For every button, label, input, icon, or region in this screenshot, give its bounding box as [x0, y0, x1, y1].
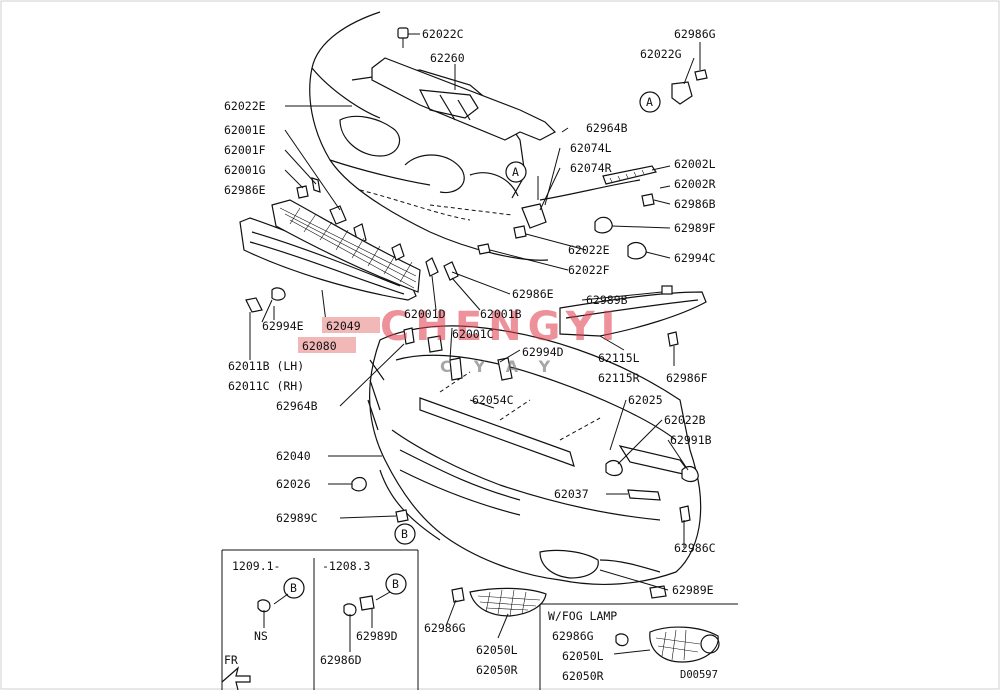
label-date-new: 1209.1- [232, 559, 280, 573]
label-62260: 62260 [430, 51, 465, 65]
ref-b-new: B [290, 581, 297, 595]
clip-62989f-shape [594, 216, 613, 234]
label-62986e-left: 62986E [224, 183, 266, 197]
highlight-62049 [322, 317, 380, 333]
label-62002l: 62002L [674, 157, 716, 171]
label-62989c: 62989C [276, 511, 318, 525]
label-62054c: 62054C [472, 393, 514, 407]
label-62002r: 62002R [674, 177, 716, 191]
label-62115r: 62115R [598, 371, 640, 385]
label-62986b: 62986B [674, 197, 716, 211]
label-62989d: 62989D [356, 629, 398, 643]
upper-body-outline [309, 11, 641, 261]
label-62050l-fog: 62050L [562, 649, 604, 663]
leader-lines [249, 33, 689, 639]
label-62040: 62040 [276, 449, 311, 463]
watermark-sub: CYAY [440, 357, 572, 376]
label-62022e-mid: 62022E [568, 243, 610, 257]
label-62115l: 62115L [598, 351, 640, 365]
ref-a-mid: A [512, 165, 519, 179]
label-date-old: -1208.3 [322, 559, 371, 573]
label-62994c: 62994C [674, 251, 716, 265]
label-62022f: 62022F [568, 263, 610, 277]
ref-a-top: A [646, 95, 653, 109]
label-fr: FR [224, 653, 238, 667]
left-lower-clips [245, 287, 286, 320]
front-bumper-62040 [351, 325, 702, 603]
label-62049: 62049 [326, 319, 361, 333]
highlight-62080 [298, 337, 356, 353]
label-62001g: 62001G [224, 163, 266, 177]
label-62001b: 62001B [480, 307, 522, 321]
cover-62037 [627, 489, 661, 501]
upper-bracket-62260 [371, 27, 556, 141]
bracket-62074-shape [521, 203, 547, 229]
label-62986g-top: 62986G [674, 27, 716, 41]
label-62026: 62026 [276, 477, 311, 491]
label-62989b: 62989B [586, 293, 628, 307]
label-fog-title: W/FOG LAMP [548, 609, 617, 623]
label-62001f: 62001F [224, 143, 266, 157]
label-62080: 62080 [302, 339, 337, 353]
inset-boxes [221, 549, 738, 690]
label-62001c: 62001C [452, 327, 494, 341]
label-62964b-top: 62964B [586, 121, 628, 135]
label-62989f: 62989F [674, 221, 716, 235]
clip-a-group [639, 42, 708, 113]
label-62986g-mid: 62986G [424, 621, 466, 635]
lower-grille-62050 [469, 587, 547, 617]
middle-small-parts [391, 165, 671, 281]
label-62050l: 62050L [476, 643, 518, 657]
label-62050r: 62050R [476, 663, 518, 677]
label-62074r: 62074R [570, 161, 612, 175]
label-62022b: 62022B [664, 413, 706, 427]
bracket-62002-shape [602, 165, 657, 185]
lower-grille-62049 [239, 199, 421, 301]
reinforcement-62054c [419, 397, 575, 467]
ref-circles [283, 161, 527, 599]
clip-62022c-shape [397, 27, 409, 39]
label-62011c: 62011C (RH) [228, 379, 304, 393]
label-62986c: 62986C [674, 541, 716, 555]
label-62022c: 62022C [422, 27, 464, 41]
left-small-parts [284, 129, 367, 245]
label-62001e: 62001E [224, 123, 266, 137]
label-62050r-fog: 62050R [562, 669, 604, 683]
label-62986d: 62986D [320, 653, 362, 667]
label-62986g-fog: 62986G [552, 629, 594, 643]
spoiler-62115 [559, 285, 707, 347]
watermark-main: CHENGYI [380, 304, 621, 350]
label-62964b-bot: 62964B [276, 399, 318, 413]
label-62994d: 62994D [522, 345, 564, 359]
label-62025: 62025 [628, 393, 663, 407]
ref-b-old: B [392, 577, 399, 591]
label-ns: NS [254, 629, 268, 643]
label-62022e-top: 62022E [224, 99, 266, 113]
label-62994e: 62994E [262, 319, 304, 333]
clip-62994c-shape [627, 241, 647, 260]
label-62991b: 62991B [670, 433, 712, 447]
ref-b-main: B [401, 527, 408, 541]
label-62986f: 62986F [666, 371, 708, 385]
label-62074l: 62074L [570, 141, 612, 155]
label-62989e: 62989E [672, 583, 714, 597]
label-62986e-mid: 62986E [512, 287, 554, 301]
label-62037: 62037 [554, 487, 589, 501]
label-62011b: 62011B (LH) [228, 359, 304, 373]
label-diagram-code: D00597 [680, 669, 718, 681]
part-labels: 62022C 62260 62986G 62022G A 62022E 6200… [224, 27, 718, 683]
label-62022g: 62022G [640, 47, 682, 61]
label-62001d: 62001D [404, 307, 446, 321]
plate-62026 [351, 476, 367, 492]
